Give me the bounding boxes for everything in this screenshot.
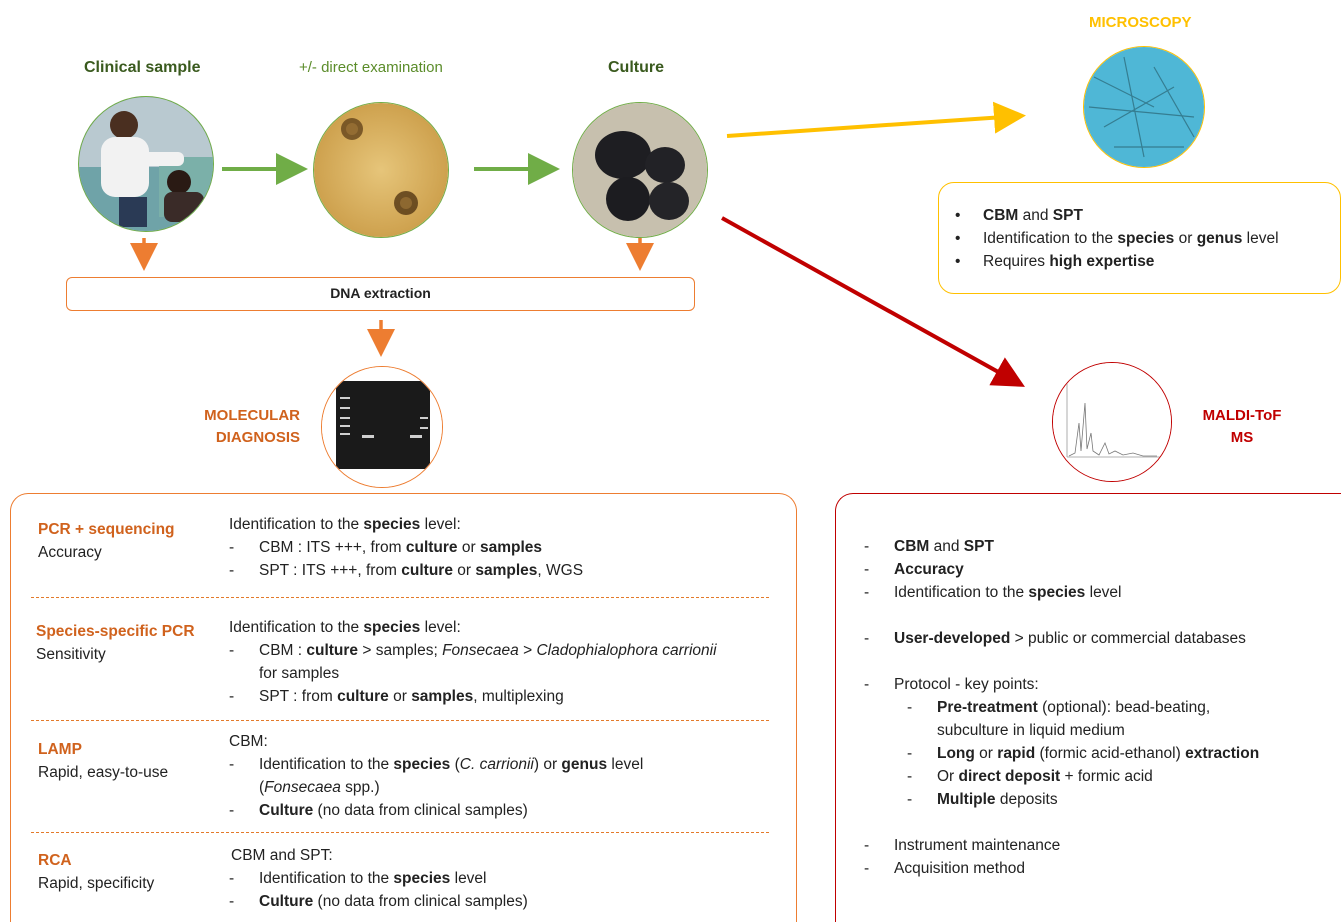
sp-line-2: CBM : culture > samples; Fonsecaea > Cla…	[229, 639, 717, 662]
maldi-sub-1b: subculture in liquid medium	[937, 722, 1125, 739]
direct-examination-photo	[313, 102, 449, 238]
pcr-line-2: CBM : ITS +++, from culture or samples	[229, 536, 583, 559]
rca-line-3: Culture (no data from clinical samples)	[229, 890, 528, 913]
arrow-culture-to-maldi	[721, 216, 1025, 387]
rca-subtitle: Rapid, specificity	[38, 875, 155, 892]
separator-2	[31, 720, 769, 721]
pcr-sequencing-title: PCR + sequencing	[38, 521, 175, 538]
molecular-label-line2: DIAGNOSIS	[215, 429, 300, 446]
microscopy-label: MICROSCOPY	[1089, 14, 1192, 31]
rca-title: RCA	[38, 852, 72, 869]
maldi-line-6: Instrument maintenance	[864, 834, 1341, 857]
sp-line-3: SPT : from culture or samples, multiplex…	[229, 685, 717, 708]
lamp-method: LAMP Rapid, easy-to-use	[38, 738, 168, 784]
pcr-sequencing-subtitle: Accuracy	[38, 544, 102, 561]
maldi-label-line1: MALDI-ToF	[1202, 407, 1282, 424]
gel-electrophoresis-photo	[321, 366, 443, 488]
pcr-line-3: SPT : ITS +++, from culture or samples, …	[229, 559, 583, 582]
sp-line-1: Identification to the species level:	[229, 619, 461, 636]
clinical-sample-photo	[78, 96, 214, 232]
lamp-subtitle: Rapid, easy-to-use	[38, 764, 169, 781]
separator-3	[31, 832, 769, 833]
maldi-line-7: Acquisition method	[864, 857, 1341, 880]
maldi-info-box: CBM and SPT Accuracy Identification to t…	[835, 493, 1341, 922]
culture-label: Culture	[608, 59, 664, 76]
rca-line-2: Identification to the species level	[229, 867, 528, 890]
dna-extraction-box: DNA extraction	[66, 277, 695, 311]
sp-line-2b: for samples	[259, 665, 340, 682]
lamp-details: CBM: Identification to the species (C. c…	[229, 730, 643, 822]
rca-method: RCA Rapid, specificity	[38, 849, 154, 895]
lamp-line-2: Identification to the species (C. carrio…	[229, 753, 643, 776]
molecular-methods-box: PCR + sequencing Accuracy Identification…	[10, 493, 797, 922]
arrow-culture-to-microscopy	[726, 101, 1026, 138]
molecular-diagnosis-label: MOLECULAR DIAGNOSIS	[196, 405, 300, 449]
maldi-tof-label: MALDI-ToF MS	[1196, 405, 1288, 449]
pcr-sequencing-details: Identification to the species level: CBM…	[229, 513, 583, 582]
pcr-line-1: Identification to the species level:	[229, 516, 461, 533]
maldi-line-1: CBM and SPT	[864, 535, 1341, 558]
maldi-sub-1: Pre-treatment (optional): bead-beating,	[907, 696, 1341, 719]
species-specific-pcr-title: Species-specific PCR	[36, 623, 195, 640]
maldi-line-5: Protocol - key points:	[864, 673, 1341, 696]
pcr-sequencing-method: PCR + sequencing Accuracy	[38, 518, 175, 564]
lamp-line-1: CBM:	[229, 733, 268, 750]
molecular-label-line1: MOLECULAR	[204, 407, 300, 424]
separator-1	[31, 597, 769, 598]
microscopy-info-box: CBM and SPT Identification to the specie…	[938, 182, 1341, 294]
culture-photo	[572, 102, 708, 238]
maldi-line-3: Identification to the species level	[864, 581, 1341, 604]
mass-spectrum-photo	[1052, 362, 1172, 482]
species-specific-pcr-subtitle: Sensitivity	[36, 646, 106, 663]
lamp-line-2b: (Fonsecaea spp.)	[259, 779, 380, 796]
clinical-sample-label: Clinical sample	[84, 59, 201, 76]
maldi-sub-4: Multiple deposits	[907, 788, 1341, 811]
rca-details: CBM and SPT: Identification to the speci…	[229, 844, 528, 913]
microscopy-bullet-2: Identification to the species or genus l…	[955, 227, 1340, 250]
direct-examination-label: +/- direct examination	[299, 59, 443, 76]
maldi-sub-2: Long or rapid (formic acid-ethanol) extr…	[907, 742, 1341, 765]
species-specific-pcr-method: Species-specific PCR Sensitivity	[36, 620, 195, 666]
maldi-label-line2: MS	[1230, 429, 1254, 446]
microscopy-photo	[1083, 46, 1205, 168]
lamp-title: LAMP	[38, 741, 82, 758]
dna-extraction-label: DNA extraction	[330, 285, 431, 301]
maldi-sub-3: Or direct deposit + formic acid	[907, 765, 1341, 788]
maldi-line-2: Accuracy	[864, 558, 1341, 581]
microscopy-bullet-3: Requires high expertise	[955, 250, 1340, 273]
species-specific-pcr-details: Identification to the species level: CBM…	[229, 616, 717, 708]
microscopy-bullet-1: CBM and SPT	[955, 204, 1340, 227]
maldi-line-4: User-developed > public or commercial da…	[864, 627, 1341, 650]
lamp-line-3: Culture (no data from clinical samples)	[229, 799, 643, 822]
rca-line-1: CBM and SPT:	[231, 847, 333, 864]
